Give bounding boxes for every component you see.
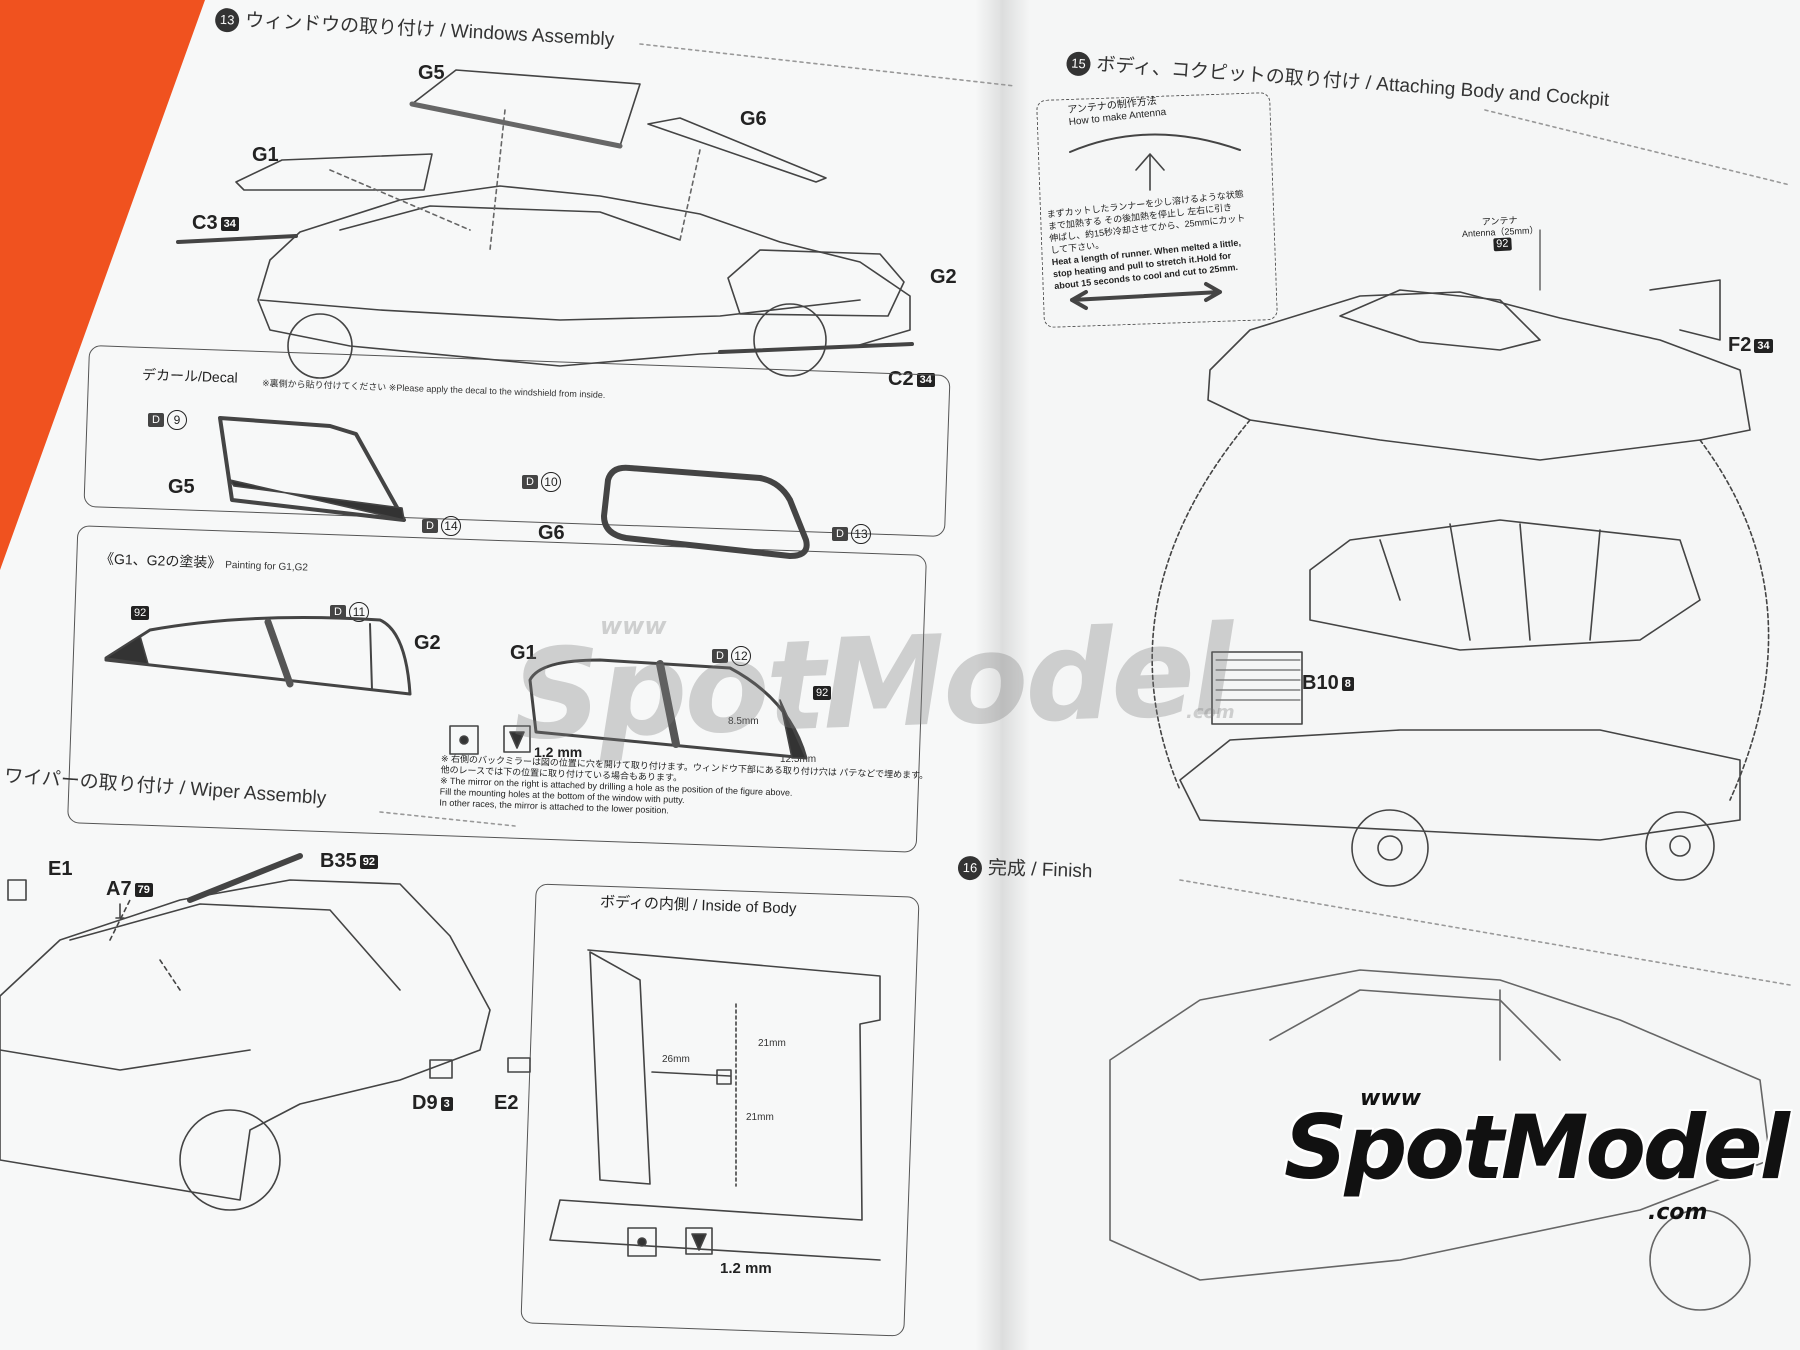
- left-instruction-page: [0, 0, 1000, 1350]
- car-body-top-drawing: [257, 185, 911, 367]
- part-f2-label: F2: [1728, 334, 1752, 356]
- decal-badge: D: [422, 519, 438, 533]
- paint-g1-shape: [528, 658, 808, 760]
- inside-body-drawing: [549, 949, 881, 1261]
- car-body-step15-drawing: [1207, 291, 1751, 461]
- decal-number: 12: [730, 646, 751, 666]
- decal-g5: G5: [168, 476, 195, 498]
- center-watermark-com: .com: [1186, 702, 1235, 723]
- part-b35-code: 92: [359, 854, 378, 869]
- part-g1: G1: [252, 144, 279, 166]
- part-b35-label: B35: [320, 850, 357, 872]
- decal-number: 13: [850, 524, 871, 544]
- decal-number: 9: [166, 410, 187, 430]
- decal-g5-shape: [218, 416, 406, 522]
- decal-number: 14: [440, 516, 461, 536]
- part-c2-code: 34: [916, 372, 935, 387]
- part-g2: G2: [930, 266, 957, 288]
- part-c2-label: C2: [888, 368, 914, 390]
- chassis-drawing: [1179, 729, 1741, 841]
- logo-com: .com: [1648, 1200, 1708, 1225]
- decal-badge: D: [148, 413, 164, 427]
- part-g5: G5: [418, 62, 445, 84]
- g1-window-drawing: [235, 153, 433, 191]
- paint-code-left: 92: [128, 604, 150, 622]
- part-a7-label: A7: [106, 878, 132, 900]
- drill-size-paint: 1.2 mm: [534, 744, 583, 760]
- logo-www: www: [1360, 1086, 1421, 1111]
- part-c3-code: 34: [220, 216, 239, 231]
- dim-21mm-upper: 21mm: [758, 1038, 786, 1049]
- car-finished-drawing: [1109, 969, 1771, 1281]
- decal-badge: D: [712, 649, 728, 663]
- part-e2: E2: [494, 1092, 519, 1114]
- decal-badge: D: [522, 475, 538, 489]
- part-f2-code: 34: [1754, 338, 1773, 353]
- paint-code-right-badge: 92: [813, 685, 832, 700]
- g6-window-drawing: [647, 117, 827, 183]
- center-watermark-www: www: [600, 612, 667, 640]
- decal-number: 11: [348, 602, 369, 622]
- decal-badge: D: [832, 527, 848, 541]
- dim-21mm-lower: 21mm: [746, 1112, 774, 1123]
- paint-g2: G2: [414, 632, 441, 654]
- page-gutter: [975, 0, 1030, 1350]
- dim-8-5mm: 8.5mm: [728, 716, 759, 727]
- cockpit-drawing: [1309, 519, 1701, 651]
- part-b10-label: B10: [1302, 672, 1339, 694]
- part-g6: G6: [740, 108, 767, 130]
- part-c3-label: C3: [192, 212, 218, 234]
- paint-g1: G1: [510, 642, 537, 664]
- g5-windshield-drawing: [411, 69, 641, 147]
- part-b10-code: 8: [1341, 676, 1354, 691]
- part-d9-label: D9: [412, 1092, 438, 1114]
- dim-12-5mm: 12.5mm: [780, 754, 817, 765]
- right-instruction-page: [1000, 0, 1800, 1350]
- logo-spotmodel: SpotModel: [1284, 1096, 1790, 1199]
- part-e1: E1: [48, 858, 73, 880]
- part-a7-code: 79: [134, 882, 153, 897]
- drill-size-inside: 1.2 mm: [720, 1260, 772, 1277]
- decal-number: 10: [540, 472, 561, 492]
- decal-g6: G6: [538, 522, 565, 544]
- decal-g6-shape: [601, 464, 810, 559]
- decal-badge: D: [330, 605, 346, 619]
- paint-code-left-badge: 92: [131, 605, 150, 620]
- dim-26mm: 26mm: [662, 1054, 690, 1065]
- part-d9-code: 3: [440, 1096, 453, 1111]
- car-body-wiper-drawing: [0, 879, 491, 1201]
- paint-code-right: 92: [810, 684, 832, 702]
- paint-g2-shape: [104, 616, 412, 696]
